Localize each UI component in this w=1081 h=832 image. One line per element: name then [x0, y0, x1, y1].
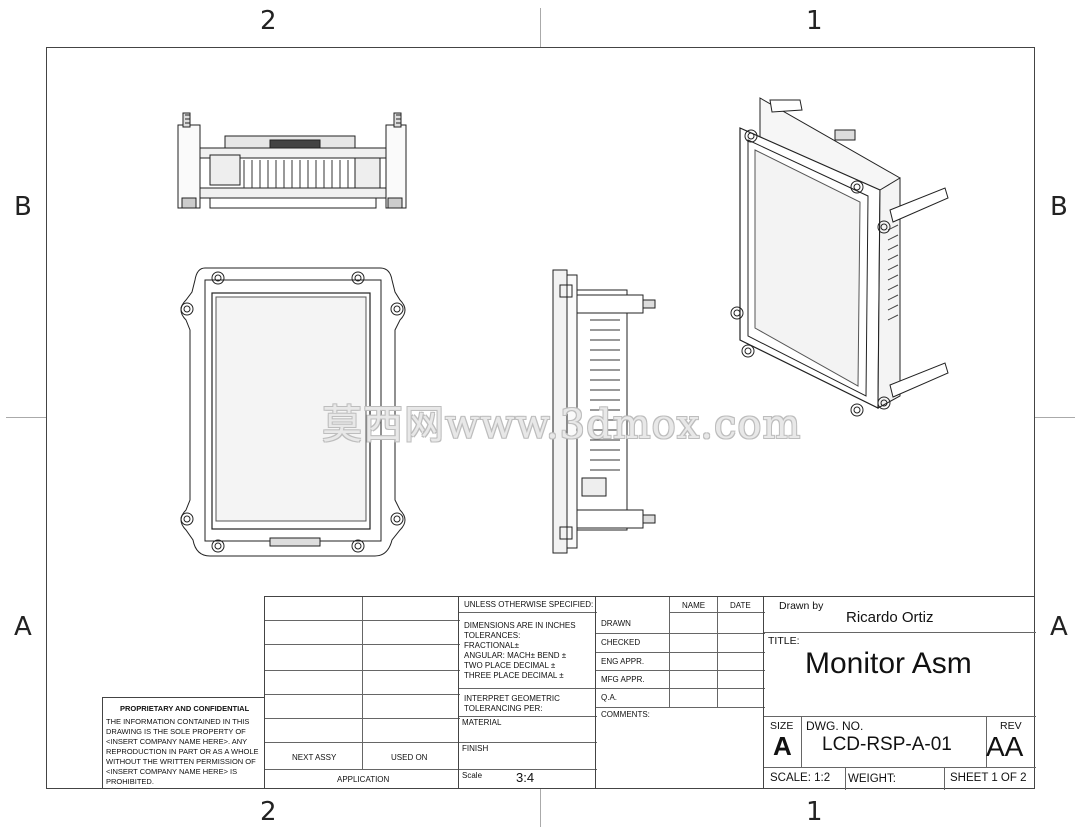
drawn-by-name: Ricardo Ortiz — [846, 609, 934, 626]
tolerance-line: TOLERANCES: — [464, 631, 521, 640]
drawn-by-label: Drawn by — [779, 600, 824, 612]
drawing-title: Monitor Asm — [805, 647, 972, 680]
proprietary-line: DRAWING IS THE SOLE PROPERTY OF — [106, 727, 246, 736]
dwg-no-value: LCD-RSP-A-01 — [822, 734, 952, 755]
zone-label-right-b: B — [1050, 192, 1068, 222]
name-column-header: NAME — [682, 601, 706, 610]
application-block: NEXT ASSY USED ON APPLICATION — [264, 596, 460, 789]
side-view — [552, 269, 656, 554]
isometric-view — [730, 97, 949, 417]
next-assy-label: NEXT ASSY — [292, 753, 337, 762]
front-view — [180, 267, 406, 557]
zone-tick — [540, 8, 541, 47]
rev-label: REV — [1000, 720, 1022, 732]
scale-value: 3:4 — [516, 770, 535, 785]
used-on-label: USED ON — [391, 753, 428, 762]
zone-label-left-a: A — [14, 612, 32, 642]
tolerance-line: ANGULAR: MACH± BEND ± — [464, 651, 567, 660]
zone-label-top-2: 2 — [260, 6, 277, 36]
dwg-no-label: DWG. NO. — [806, 719, 864, 733]
proprietary-line: REPRODUCTION IN PART OR AS A WHOLE — [106, 747, 259, 756]
proprietary-block: PROPRIETARY AND CONFIDENTIAL THE INFORMA… — [102, 697, 265, 789]
interpret-line: TOLERANCING PER: — [464, 704, 543, 713]
proprietary-line: THE INFORMATION CONTAINED IN THIS — [106, 717, 250, 726]
signoff-row-mfg-appr: MFG APPR. — [601, 675, 645, 684]
size-value: A — [773, 731, 792, 761]
proprietary-title: PROPRIETARY AND CONFIDENTIAL — [120, 704, 250, 713]
zone-label-top-1: 1 — [806, 6, 823, 36]
weight-label: WEIGHT: — [848, 773, 896, 785]
unless-specified-label: UNLESS OTHERWISE SPECIFIED: — [464, 600, 594, 609]
proprietary-line: PROHIBITED. — [106, 777, 154, 786]
watermark-text: 莫西网www.3dmox.com — [322, 402, 802, 448]
scale-label: Scale — [462, 771, 483, 780]
rev-value: AA — [986, 731, 1024, 762]
title-label: TITLE: — [768, 635, 800, 647]
title-block: Drawn by Ricardo Ortiz TITLE: Monitor As… — [763, 596, 1036, 790]
zone-label-left-b: B — [14, 192, 32, 222]
sheet-scale: SCALE: 1:2 — [770, 772, 831, 784]
zone-tick — [6, 417, 46, 418]
signoff-row-drawn: DRAWN — [601, 619, 631, 628]
signoff-row-qa: Q.A. — [601, 693, 618, 702]
proprietary-line: WITHOUT THE WRITTEN PERMISSION OF — [106, 757, 256, 766]
signoff-row-eng-appr: ENG APPR. — [601, 657, 645, 666]
tolerance-block: UNLESS OTHERWISE SPECIFIED: DIMENSIONS A… — [458, 596, 597, 789]
size-label: SIZE — [770, 720, 794, 732]
comments-label: COMMENTS: — [601, 710, 650, 719]
material-label: MATERIAL — [462, 718, 502, 727]
application-label: APPLICATION — [337, 775, 390, 784]
finish-label: FINISH — [462, 744, 489, 753]
tolerance-line: FRACTIONAL± — [464, 641, 520, 650]
tolerance-line: TWO PLACE DECIMAL ± — [464, 661, 556, 670]
tolerance-line: THREE PLACE DECIMAL ± — [464, 671, 564, 680]
signoff-block: NAME DATE DRAWN CHECKED ENG APPR. MFG AP… — [595, 596, 765, 789]
zone-label-bottom-1: 1 — [806, 797, 823, 827]
proprietary-line: <INSERT COMPANY NAME HERE> IS — [106, 767, 238, 776]
proprietary-line: <INSERT COMPANY NAME HERE>. ANY — [106, 737, 248, 746]
zone-label-bottom-2: 2 — [260, 797, 277, 827]
zone-tick — [1035, 417, 1075, 418]
zone-label-right-a: A — [1050, 612, 1068, 642]
tolerance-line: DIMENSIONS ARE IN INCHES — [464, 621, 576, 630]
zone-tick — [540, 789, 541, 827]
interpret-line: INTERPRET GEOMETRIC — [464, 694, 560, 703]
date-column-header: DATE — [730, 601, 751, 610]
signoff-row-checked: CHECKED — [601, 638, 641, 647]
top-view — [177, 112, 407, 209]
sheet-number: SHEET 1 OF 2 — [950, 772, 1027, 784]
